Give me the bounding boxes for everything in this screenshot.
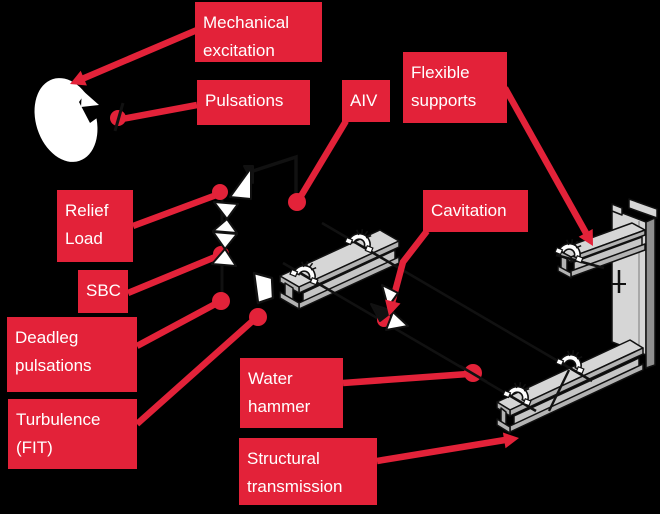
flexible-supports-arrowhead [578, 229, 593, 246]
gate-valve2-lower-icon [211, 248, 237, 267]
label-flexible-supports: Flexible supports [403, 52, 507, 123]
leader-sbc [126, 251, 222, 297]
aiv-point [288, 193, 306, 211]
globe-valve-icon [252, 271, 275, 305]
leader-mechanical-excitation [80, 27, 199, 82]
relief-valve-icon [229, 167, 252, 200]
leader-pulsations [121, 101, 198, 123]
label-deadleg-pulsations: Deadleg pulsations [7, 317, 137, 392]
leader-relief-load [131, 190, 221, 230]
leader-deadleg-pulsations [135, 299, 221, 349]
cavitation-valve-lower-icon [385, 311, 409, 331]
turbulence-point [249, 308, 267, 326]
leader-turbulence-fit [134, 314, 260, 427]
label-sbc: SBC [78, 270, 128, 313]
deadleg-point [212, 292, 230, 310]
valve-symbols [211, 165, 409, 331]
cavitation-valve-shadow-icon [370, 303, 394, 322]
label-pulsations: Pulsations [197, 80, 310, 125]
leader-arrowheads [70, 70, 593, 449]
leader-dots-front [110, 110, 482, 382]
label-aiv: AIV [342, 80, 390, 122]
mechanical-arrowhead [70, 70, 87, 86]
leader-structural-transmission [376, 436, 506, 465]
label-relief-load: Relief Load [57, 190, 133, 262]
leader-flexible-supports [502, 86, 589, 235]
cavitation-arrowhead [385, 299, 401, 316]
gate-valve1-upper-icon [213, 201, 239, 220]
pump-icon [34, 78, 104, 162]
label-mechanical-excitation: Mechanical excitation [195, 2, 322, 62]
leader-aiv [295, 119, 349, 203]
structural-arrowhead [502, 432, 519, 449]
gate-valve2-upper-icon [212, 231, 238, 250]
leader-water-hammer [342, 370, 469, 387]
label-structural-transmission: Structural transmission [239, 438, 377, 505]
pipe-overlays [113, 102, 488, 384]
cavitation-valve-top-icon [381, 284, 399, 308]
leader-lines [80, 27, 589, 465]
lower-support-beam [496, 339, 644, 434]
relief-load-point [212, 184, 228, 200]
label-water-hammer: Water hammer [240, 358, 343, 428]
gate-valve1-lower-icon [212, 218, 238, 234]
label-turbulence-fit: Turbulence (FIT) [8, 399, 137, 469]
label-cavitation: Cavitation [423, 190, 528, 232]
leader-cavitation [388, 229, 430, 304]
